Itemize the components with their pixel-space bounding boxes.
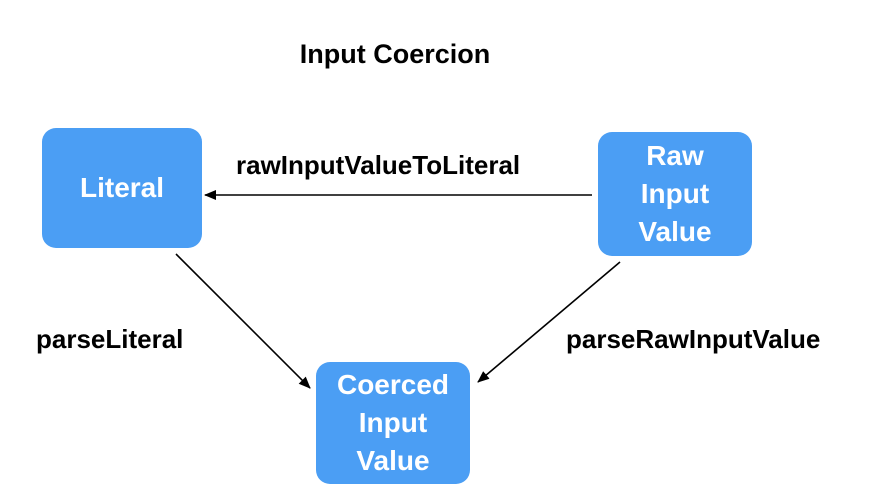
- diagram-title: Input Coercion: [299, 39, 491, 69]
- node-literal-label: Literal: [79, 172, 165, 203]
- node-literal: Literal: [42, 128, 202, 248]
- edge-literal-to-coerced: [175, 253, 311, 389]
- node-coerced-input-value: Coerced Input Value: [316, 362, 470, 484]
- node-coerced-input-value-label: Coerced Input Value: [336, 369, 450, 476]
- node-raw-input-value-label: Raw Input Value: [638, 140, 712, 247]
- edge-label-parse-raw-input-value: parseRawInputValue: [566, 324, 821, 354]
- edge-label-raw-input-value-to-literal: rawInputValueToLiteral: [236, 150, 521, 180]
- edge-label-parse-literal: parseLiteral: [36, 324, 184, 354]
- node-raw-input-value: Raw Input Value: [598, 132, 752, 256]
- edge-raw-to-coerced: [477, 261, 621, 383]
